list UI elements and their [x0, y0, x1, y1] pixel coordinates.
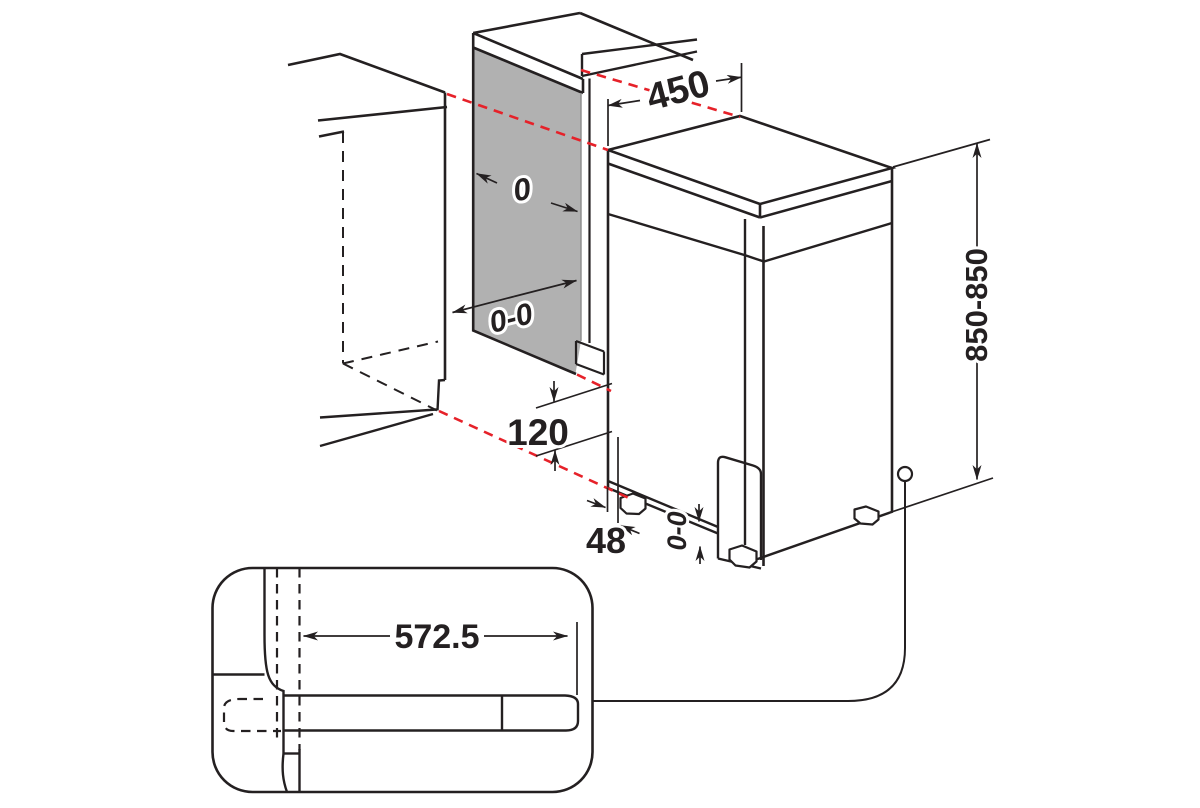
inset-cabinet-panel — [263, 568, 285, 754]
detail-leader — [593, 465, 914, 702]
dim-label-120: 120 — [507, 412, 569, 453]
gray-filler-panel — [474, 48, 581, 374]
dimension-120: 120 — [504, 381, 613, 471]
inset-border — [211, 566, 594, 794]
cabinet-countertop-edge — [287, 52, 446, 94]
leader-circle — [896, 465, 914, 483]
guide-plinth — [576, 373, 612, 393]
dim-label-572-5: 572.5 — [394, 618, 479, 656]
dim-label-450: 450 — [642, 62, 714, 119]
adjustable-feet — [619, 492, 880, 569]
inset-plinth-bar — [283, 694, 580, 732]
detail-inset: 572.5 — [211, 566, 594, 794]
dim-label-48: 48 — [586, 520, 626, 561]
guide-top-front — [446, 92, 609, 152]
foot-front-left — [619, 492, 647, 516]
dishwasher-worktop — [603, 114, 897, 206]
panel-plinth-notch — [574, 339, 606, 376]
dimension-48: 48 — [583, 437, 640, 564]
dimension-572-5: 572.5 — [303, 615, 578, 695]
dimension-850: 850-850 — [892, 138, 997, 513]
dishwasher — [603, 114, 897, 570]
left-cabinet — [287, 52, 448, 448]
alignment-guide-lines — [438, 68, 741, 501]
guide-top-back — [580, 68, 741, 119]
foot-back-right — [853, 505, 880, 526]
cabinet-hidden-lines — [342, 132, 439, 412]
inset-door-hidden-lines — [222, 568, 301, 750]
dim-label-0-0-feet: 0-0 — [662, 511, 692, 550]
guide-floor — [438, 409, 632, 501]
dimension-0-0-feet: 0-0 — [659, 504, 705, 564]
dim-label-850: 850-850 — [959, 248, 994, 362]
foot-front-right — [728, 544, 758, 569]
control-panel-line — [607, 212, 893, 263]
niche-side-panel — [471, 11, 698, 376]
